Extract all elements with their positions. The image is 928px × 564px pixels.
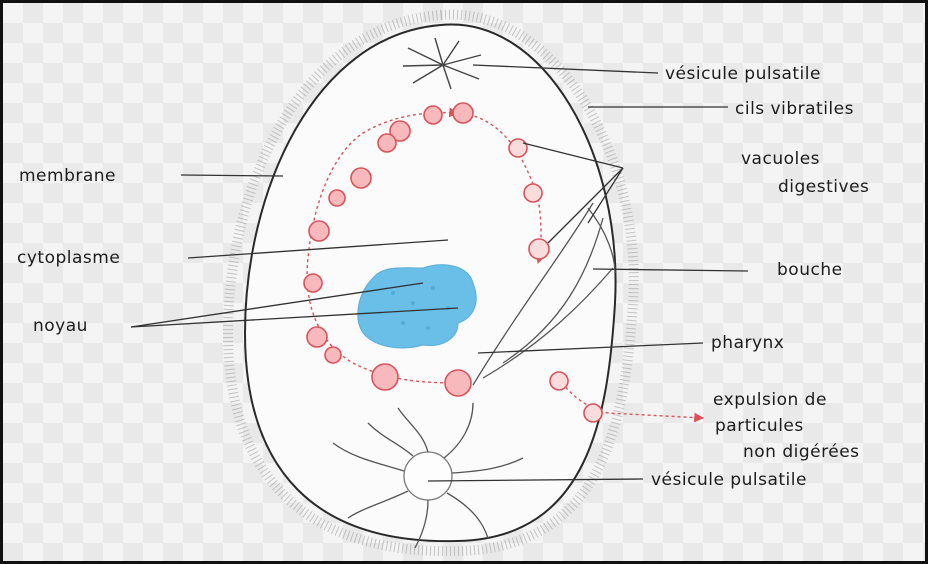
label-expulsion-2: particules xyxy=(715,416,804,436)
vacuole xyxy=(329,190,345,206)
label-vacuoles: vacuoles xyxy=(741,149,820,169)
vacuole xyxy=(378,134,396,152)
label-cils-vibratiles: cils vibratiles xyxy=(735,99,854,119)
label-expulsion-1: expulsion de xyxy=(713,390,827,410)
vacuole xyxy=(584,404,602,422)
vacuole xyxy=(309,221,329,241)
vacuole xyxy=(424,106,442,124)
vacuole xyxy=(445,370,471,396)
paramecium-diagram: vésicule pulsatile cils vibratiles membr… xyxy=(3,3,925,561)
label-noyau: noyau xyxy=(33,316,88,336)
vacuole xyxy=(351,168,371,188)
label-vesicule-pulsatile-top: vésicule pulsatile xyxy=(665,64,821,84)
label-pharynx: pharynx xyxy=(711,333,784,353)
label-vesicule-pulsatile-bottom: vésicule pulsatile xyxy=(651,470,807,490)
vacuole xyxy=(550,372,568,390)
vacuole xyxy=(524,184,542,202)
label-expulsion-3: non digérées xyxy=(743,442,860,462)
vacuole xyxy=(529,239,549,259)
vacuole xyxy=(307,327,327,347)
label-membrane: membrane xyxy=(19,166,116,186)
vacuole xyxy=(509,139,527,157)
label-cytoplasme: cytoplasme xyxy=(17,248,120,268)
vacuole xyxy=(453,103,473,123)
vacuole xyxy=(325,347,341,363)
vacuole xyxy=(372,364,398,390)
vacuole xyxy=(304,274,322,292)
label-digestives: digestives xyxy=(778,177,869,197)
label-bouche: bouche xyxy=(777,260,843,280)
